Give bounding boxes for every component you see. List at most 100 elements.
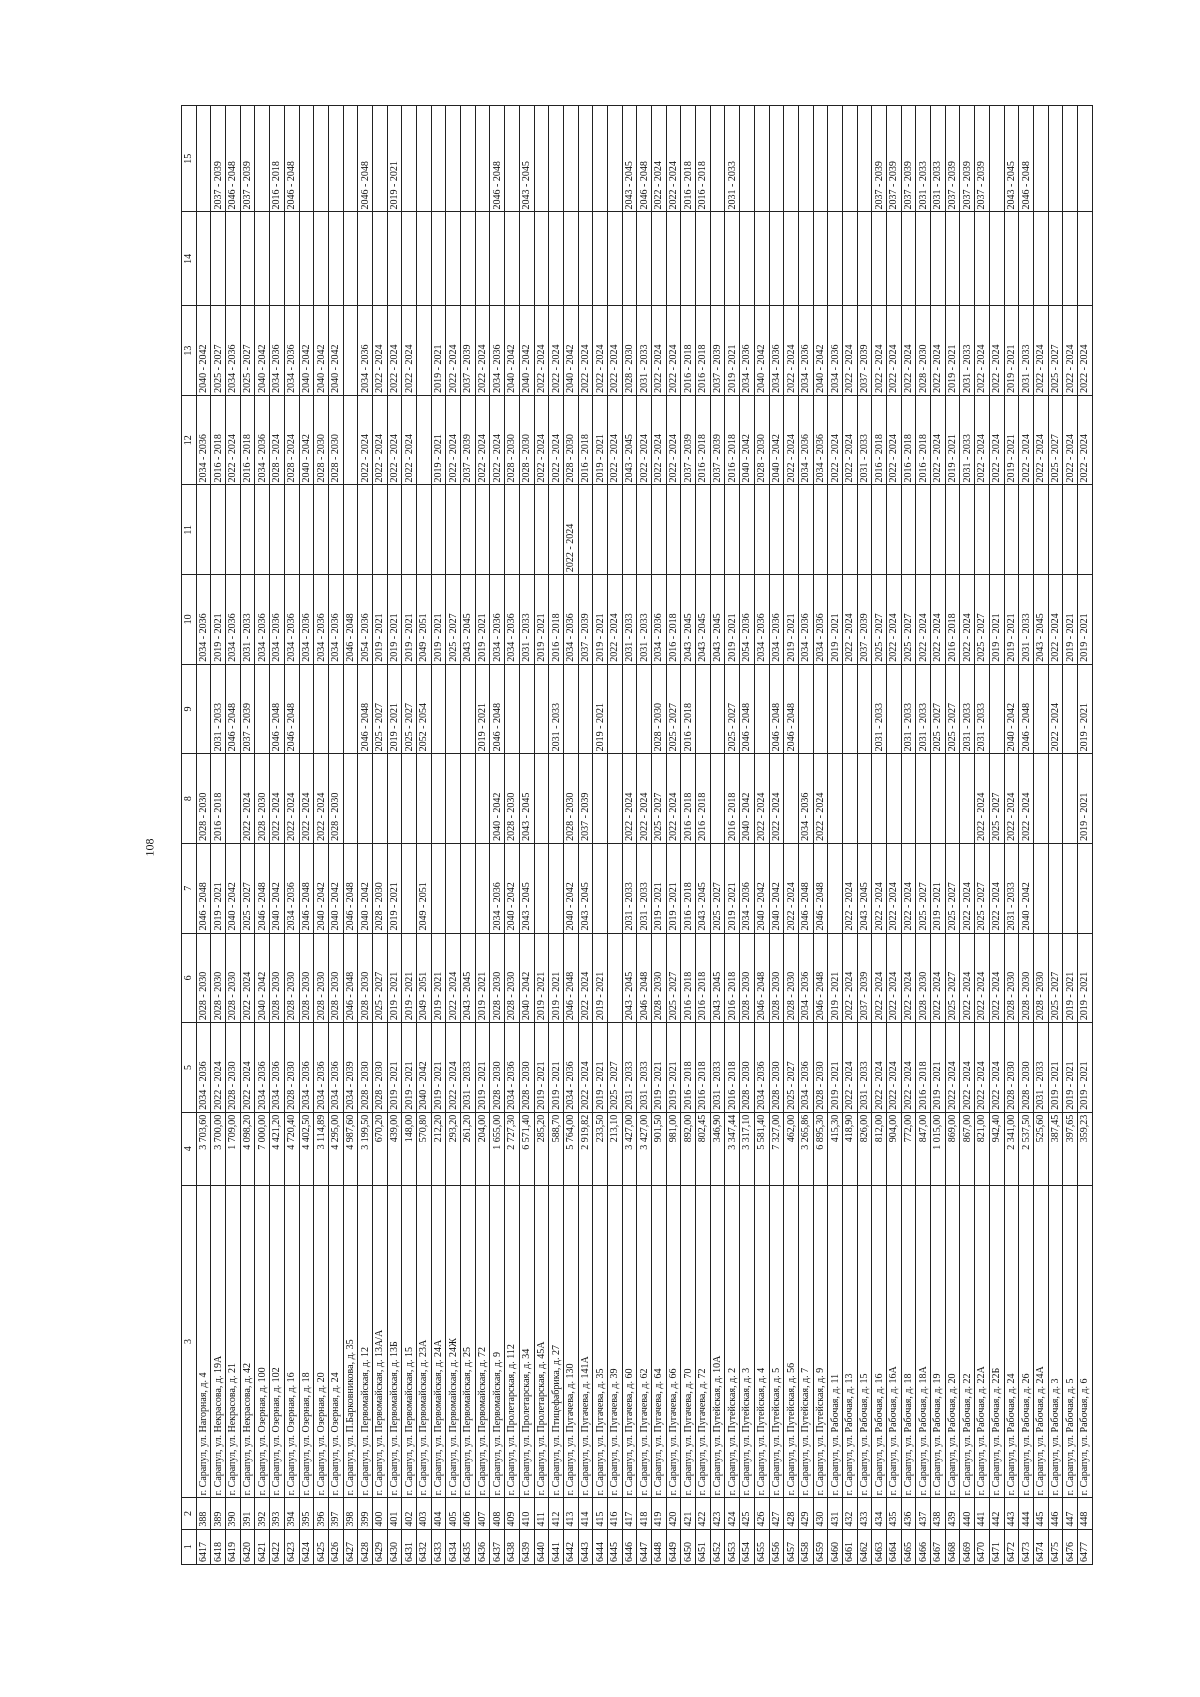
- table-cell: 2022 - 2024: [959, 574, 975, 665]
- table-cell: 4 098,20: [240, 1112, 255, 1186]
- table-cell: 6468: [945, 1529, 960, 1565]
- table-cell: 2025 - 2027: [1048, 305, 1063, 396]
- table-cell: [1062, 105, 1078, 212]
- table-cell: 2028 - 2030: [1018, 1022, 1034, 1113]
- table-cell: 2025 - 2027: [240, 305, 255, 396]
- table-cell: 398: [343, 1497, 358, 1530]
- table-cell: 2040 - 2042: [328, 843, 344, 934]
- table-cell: [1048, 753, 1063, 844]
- table-cell: 2025 - 2027: [724, 664, 740, 754]
- table-cell: [710, 211, 725, 306]
- table-cell: 402: [401, 1497, 417, 1530]
- column-header: 1: [181, 1529, 197, 1565]
- table-cell: 1 655,00: [489, 1112, 505, 1186]
- table-cell: 2025 - 2027: [666, 664, 681, 754]
- table-cell: 4 295,00: [328, 1112, 344, 1186]
- table-cell: [534, 843, 549, 934]
- table-cell: 2046 - 2048: [284, 105, 299, 212]
- table-cell: 2019 - 2021: [387, 843, 402, 934]
- table-cell: [431, 211, 446, 306]
- table-cell: 436: [901, 1497, 916, 1530]
- table-cell: 2019 - 2021: [401, 1022, 417, 1113]
- table-cell: [813, 211, 828, 306]
- table-cell: 2037 - 2039: [210, 105, 226, 212]
- table-cell: г. Сарапул, ул. Озерная, д. 16: [284, 1185, 299, 1498]
- table-cell: 867,00: [959, 1112, 975, 1186]
- table-cell: 2019 - 2021: [1004, 305, 1019, 396]
- table-cell: 3 347,44: [724, 1112, 740, 1186]
- table-cell: 399: [357, 1497, 373, 1530]
- table-cell: [343, 305, 358, 396]
- table-cell: 6418: [210, 1529, 226, 1565]
- table-cell: 2037 - 2039: [680, 395, 696, 485]
- table-cell: [372, 105, 388, 212]
- table-cell: 2040 - 2042: [519, 933, 534, 1023]
- table-cell: [592, 484, 608, 575]
- table-cell: 2019 - 2021: [534, 574, 549, 665]
- table-cell: 2028 - 2024: [269, 395, 285, 485]
- table-cell: 2022 - 2024: [445, 1022, 461, 1113]
- table-cell: 6 571,40: [519, 1112, 534, 1186]
- table-cell: 6444: [592, 1529, 608, 1565]
- table-cell: 904,00: [886, 1112, 902, 1186]
- column-header: 12: [181, 395, 197, 485]
- table-cell: 588,70: [548, 1112, 564, 1186]
- table-cell: [886, 753, 902, 844]
- table-cell: [548, 105, 564, 212]
- table-cell: г. Сарапул, ул. Путейская, д. 3: [739, 1185, 755, 1498]
- table-cell: 2019 - 2021: [666, 1022, 681, 1113]
- table-cell: 2034 - 2036: [504, 1022, 520, 1113]
- table-cell: 6421: [254, 1529, 270, 1565]
- table-cell: 425: [739, 1497, 755, 1530]
- table-cell: 2022 - 2024: [622, 753, 637, 844]
- table-cell: 2031 - 2033: [724, 105, 740, 212]
- table-cell: 445: [1033, 1497, 1049, 1530]
- table-cell: 2028 - 2030: [489, 933, 505, 1023]
- table-cell: 2049 - 2051: [416, 843, 432, 934]
- table-cell: г. Сарапул, ул. Путейская, д. 7: [798, 1185, 814, 1498]
- table-cell: 6443: [578, 1529, 593, 1565]
- table-cell: 2016 - 2018: [240, 395, 255, 485]
- table-cell: г. Сарапул, ул. Рабочая, д. 16А: [886, 1185, 902, 1498]
- table-cell: г. Сарапул, ул. Первомайская, д. 23А: [416, 1185, 432, 1498]
- table-cell: [754, 105, 769, 212]
- table-cell: 2034 - 2036: [489, 574, 505, 665]
- table-cell: г. Сарапул, ул. Рабочая, д. 22А: [974, 1185, 990, 1498]
- table-cell: [460, 484, 476, 575]
- table-cell: 2022 - 2024: [666, 753, 681, 844]
- table-cell: 2019 - 2021: [666, 843, 681, 934]
- table-cell: 2019 - 2021: [592, 1022, 608, 1113]
- table-cell: 2022 - 2024: [842, 305, 858, 396]
- table-cell: 2046 - 2048: [284, 664, 299, 754]
- table-cell: [827, 211, 843, 306]
- table-cell: 4 987,60: [343, 1112, 358, 1186]
- table-cell: [299, 211, 314, 306]
- table-cell: 6447: [636, 1529, 652, 1565]
- table-cell: 2022 - 2024: [974, 395, 990, 485]
- table-cell: г. Сарапул, ул. Озерная, д. 18: [299, 1185, 314, 1498]
- table-cell: 438: [930, 1497, 946, 1530]
- table-cell: [783, 484, 799, 575]
- table-cell: 6470: [974, 1529, 990, 1565]
- table-cell: 3 703,60: [196, 1112, 211, 1186]
- table-cell: [460, 843, 476, 934]
- table-cell: г. Сарапул, ул. Пугачева, д. 130: [563, 1185, 579, 1498]
- table-cell: [284, 211, 299, 306]
- table-cell: 2034 - 2036: [651, 574, 667, 665]
- table-cell: 2031 - 2033: [959, 395, 975, 485]
- table-cell: 981,00: [666, 1112, 681, 1186]
- table-cell: г. Сарапул, ул. Пугачева, д. 35: [592, 1185, 608, 1498]
- table-cell: 2040 - 2042: [563, 843, 579, 934]
- table-cell: [328, 211, 344, 306]
- table-cell: [519, 484, 534, 575]
- column-header: 14: [181, 211, 197, 306]
- table-cell: [460, 105, 476, 212]
- table-cell: 2022 - 2024: [401, 395, 417, 485]
- table-cell: 2046 - 2048: [739, 664, 755, 754]
- table-cell: 6445: [607, 1529, 623, 1565]
